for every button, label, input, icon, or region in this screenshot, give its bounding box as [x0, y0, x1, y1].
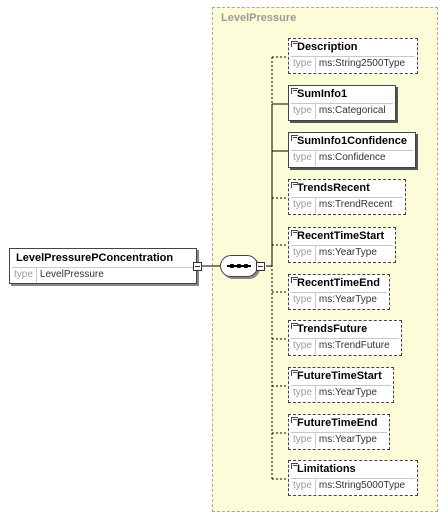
element-suminfo1confidence[interactable]: SumInfo1Confidence type ms:Confidence: [288, 132, 416, 168]
element-name: FutureTimeEnd: [297, 417, 378, 429]
element-name: SumInfo1: [297, 88, 348, 100]
element-type-label: type: [291, 386, 316, 401]
element-type-label: type: [291, 151, 316, 166]
element-type-row: type ms:YearType: [291, 385, 391, 401]
element-icon: [291, 135, 298, 141]
group-title: LevelPressure: [221, 12, 297, 24]
element-type-label: type: [291, 57, 316, 72]
element-type-value: ms:YearType: [318, 387, 377, 398]
element-icon: [291, 277, 298, 283]
element-type-row: type ms:Confidence: [291, 150, 413, 166]
element-icon: [291, 417, 298, 423]
element-name: RecentTimeEnd: [297, 277, 380, 289]
element-type-row: type ms:TrendRecent: [291, 197, 403, 213]
element-description[interactable]: Description type ms:String2500Type: [288, 38, 418, 74]
element-type-row: type ms:TrendFuture: [291, 338, 399, 354]
element-type-value: ms:YearType: [318, 247, 377, 258]
element-icon: [291, 370, 298, 376]
element-futuretimeend[interactable]: FutureTimeEnd type ms:YearType: [288, 414, 390, 450]
element-trendsrecent[interactable]: TrendsRecent type ms:TrendRecent: [288, 179, 406, 215]
element-suminfo1[interactable]: SumInfo1 type ms:Categorical: [288, 85, 396, 121]
element-type-row: type ms:YearType: [291, 245, 393, 261]
element-icon: [291, 463, 298, 469]
element-name: SumInfo1Confidence: [297, 135, 408, 147]
element-name: TrendsFuture: [297, 323, 368, 335]
element-type-value: ms:String2500Type: [318, 58, 406, 69]
element-type-value: ms:YearType: [318, 294, 377, 305]
element-recenttimestart[interactable]: RecentTimeStart type ms:YearType: [288, 227, 396, 263]
element-name: RecentTimeStart: [297, 230, 385, 242]
element-type-row: type ms:YearType: [291, 432, 387, 448]
element-type-value: ms:TrendRecent: [318, 199, 393, 210]
element-limitations[interactable]: Limitations type ms:String5000Type: [288, 460, 418, 496]
element-type-value: ms:String5000Type: [318, 480, 406, 491]
element-type-label: type: [291, 433, 316, 448]
root-type-value: LevelPressure: [39, 269, 104, 280]
element-type-value: ms:Confidence: [318, 152, 386, 163]
element-icon: [291, 88, 298, 94]
element-type-label: type: [291, 339, 316, 354]
root-type-row: type LevelPressure: [12, 267, 194, 283]
root-type-label: type: [12, 268, 37, 283]
element-icon: [291, 182, 298, 188]
element-icon: [291, 323, 298, 329]
element-icon: [291, 230, 298, 236]
element-type-label: type: [291, 198, 316, 213]
element-type-row: type ms:String5000Type: [291, 478, 415, 494]
sequence-collapse-toggle[interactable]: [256, 262, 265, 271]
element-name: Description: [297, 41, 358, 53]
element-name: Limitations: [297, 463, 356, 475]
root-collapse-toggle[interactable]: [193, 262, 202, 271]
element-type-row: type ms:String2500Type: [291, 56, 415, 72]
element-type-label: type: [291, 479, 316, 494]
root-element[interactable]: LevelPressurePConcentration type LevelPr…: [9, 248, 197, 284]
element-name: TrendsRecent: [297, 182, 370, 194]
sequence-dot: [244, 264, 248, 268]
element-icon: [291, 41, 298, 47]
element-name: FutureTimeStart: [297, 370, 382, 382]
sequence-dot: [237, 264, 241, 268]
element-recenttimeend[interactable]: RecentTimeEnd type ms:YearType: [288, 274, 390, 310]
sequence-compositor[interactable]: [220, 255, 258, 277]
root-element-name: LevelPressurePConcentration: [16, 252, 174, 264]
element-type-value: ms:YearType: [318, 434, 377, 445]
sequence-dot: [230, 264, 234, 268]
element-futuretimestart[interactable]: FutureTimeStart type ms:YearType: [288, 367, 394, 403]
element-type-value: ms:Categorical: [318, 105, 386, 116]
element-type-row: type ms:Categorical: [291, 103, 393, 119]
element-type-row: type ms:YearType: [291, 292, 387, 308]
element-type-value: ms:TrendFuture: [318, 340, 390, 351]
element-type-label: type: [291, 104, 316, 119]
element-type-label: type: [291, 246, 316, 261]
element-type-label: type: [291, 293, 316, 308]
element-trendsfuture[interactable]: TrendsFuture type ms:TrendFuture: [288, 320, 402, 356]
